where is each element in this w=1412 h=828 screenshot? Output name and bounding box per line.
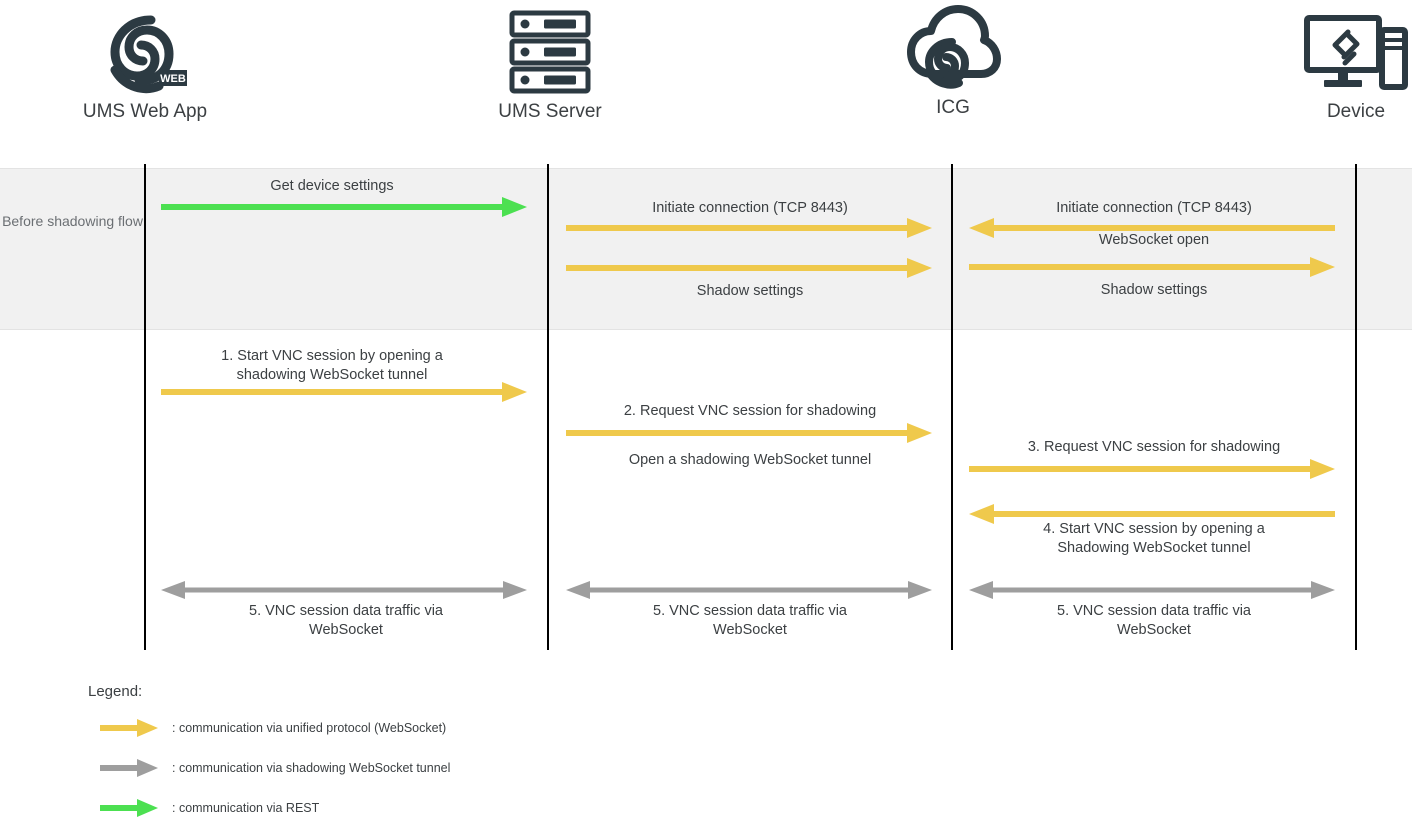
message-label-step-2: 2. Request VNC session for shadowing bbox=[623, 403, 877, 419]
message-arrow-step-5-web-server bbox=[161, 580, 527, 602]
message-label-shadow-settings-device: Shadow settings bbox=[1100, 282, 1208, 298]
lifeline-device bbox=[1355, 164, 1357, 650]
message-arrow-shadow-settings-device bbox=[969, 257, 1335, 279]
actor-label: UMS Server bbox=[498, 101, 602, 122]
message-label-shadow-settings-server: Shadow settings bbox=[696, 283, 804, 299]
message-arrow-step-5-server-icg bbox=[566, 580, 932, 602]
message-label-step-3: 3. Request VNC session for shadowing bbox=[1027, 439, 1281, 455]
message-label-websocket-open: WebSocket open bbox=[1098, 232, 1210, 248]
message-label-initiate-connection-server: Initiate connection (TCP 8443) bbox=[652, 200, 848, 216]
message-arrow-initiate-connection-server bbox=[566, 218, 932, 240]
message-label-step-5-server-icg: 5. VNC session data traffic via WebSocke… bbox=[653, 603, 847, 638]
actor-label: Device bbox=[1326, 101, 1386, 122]
lifeline-ums-server bbox=[547, 164, 549, 650]
message-label-step-1: 1. Start VNC session by opening a shadow… bbox=[221, 348, 443, 383]
lifeline-ums-web-app bbox=[144, 164, 146, 650]
message-arrow-get-device-settings bbox=[161, 197, 527, 219]
actor-device: Device bbox=[1246, 4, 1412, 124]
monitor-device-icon bbox=[1246, 4, 1412, 100]
actor-label: UMS Web App bbox=[82, 101, 208, 122]
message-label-open-shadowing-tunnel: Open a shadowing WebSocket tunnel bbox=[628, 452, 872, 468]
rest-arrow-icon bbox=[100, 799, 158, 817]
message-arrow-step-3 bbox=[969, 459, 1335, 481]
lifeline-icg bbox=[951, 164, 953, 650]
message-label-step-5-web-server: 5. VNC session data traffic via WebSocke… bbox=[249, 603, 443, 638]
actor-ums-web-app: WEB UMS Web App bbox=[35, 4, 255, 124]
actor-ums-server: UMS Server bbox=[440, 4, 660, 124]
server-rack-icon bbox=[440, 4, 660, 100]
legend-item-label: : communication via unified protocol (We… bbox=[172, 721, 447, 735]
message-label-get-device-settings: Get device settings bbox=[270, 178, 394, 194]
legend-item-shadowing: : communication via shadowing WebSocket … bbox=[100, 759, 450, 777]
band-label: Before shadowing flow bbox=[2, 213, 143, 229]
message-arrow-initiate-connection-device bbox=[969, 218, 1335, 240]
legend-item-label: : communication via shadowing WebSocket … bbox=[172, 761, 451, 775]
message-arrow-step-5-icg-device bbox=[969, 580, 1335, 602]
actor-label: ICG bbox=[936, 97, 970, 118]
svg-text:WEB: WEB bbox=[160, 73, 186, 85]
legend-item-label: : communication via REST bbox=[172, 801, 320, 815]
message-label-initiate-connection-device: Initiate connection (TCP 8443) bbox=[1056, 200, 1252, 216]
ums-web-app-logo-icon: WEB bbox=[35, 4, 255, 100]
message-arrow-step-2 bbox=[566, 423, 932, 445]
legend-item-rest: : communication via REST bbox=[100, 799, 319, 817]
message-label-step-5-icg-device: 5. VNC session data traffic via WebSocke… bbox=[1057, 603, 1251, 638]
message-label-step-4: 4. Start VNC session by opening a Shadow… bbox=[1043, 521, 1265, 556]
legend-title: Legend: bbox=[88, 683, 143, 700]
message-arrow-step-1 bbox=[161, 382, 527, 404]
legend-item-unified: : communication via unified protocol (We… bbox=[100, 719, 446, 737]
message-arrow-step-4 bbox=[969, 504, 1335, 526]
actor-icg: ICG bbox=[843, 0, 1063, 120]
message-arrow-shadow-settings-server bbox=[566, 258, 932, 280]
unified-protocol-arrow-icon bbox=[100, 719, 158, 737]
shadowing-tunnel-arrow-icon bbox=[100, 759, 158, 777]
cloud-gateway-icon bbox=[843, 0, 1063, 96]
before-shadowing-flow-band bbox=[0, 168, 1412, 330]
